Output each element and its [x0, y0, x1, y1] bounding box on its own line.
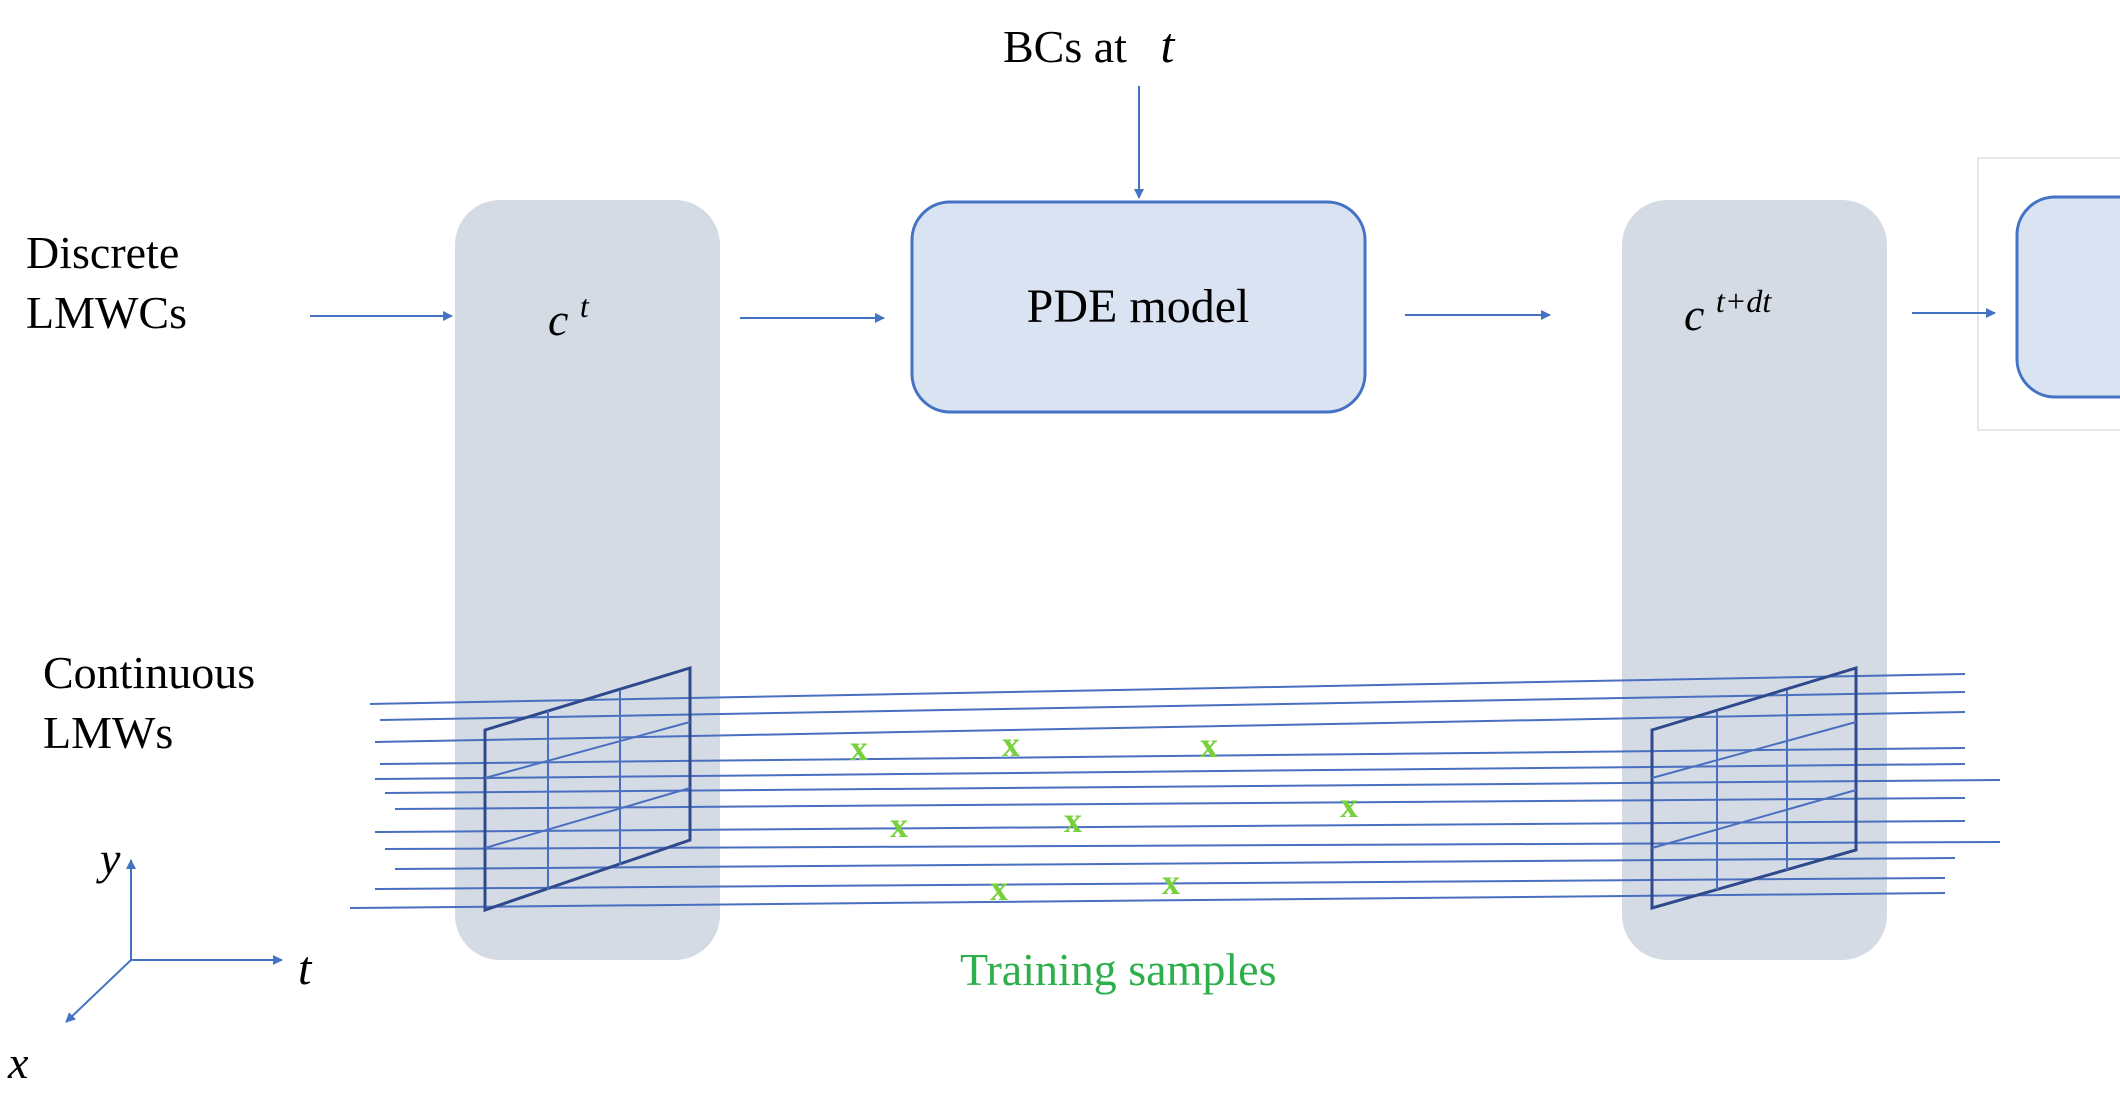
c-t-dt-base: c [1684, 289, 1704, 340]
sample-mark: x [1340, 785, 1358, 825]
axis-y-label: y [96, 833, 121, 884]
flow-arrows [310, 86, 1996, 323]
column-c-t-dt [1622, 200, 1887, 960]
bcs-label: BCs at t [1003, 17, 1175, 73]
continuous-label-line1: Continuous [43, 647, 255, 698]
axis-x-label: x [7, 1037, 29, 1088]
bcs-prefix: BCs at [1003, 21, 1127, 72]
axis-t-label: t [298, 942, 313, 995]
continuous-lines [349, 673, 2001, 909]
axis-x-line [65, 959, 132, 1023]
sample-mark: x [1200, 725, 1218, 765]
sample-mark: x [890, 805, 908, 845]
training-samples: x x x x x x x x [850, 724, 1358, 908]
pde-model-box [910, 200, 1367, 414]
sample-mark: x [1162, 862, 1180, 902]
next-step-box [2015, 195, 2120, 399]
training-samples-label: Training samples [960, 944, 1276, 995]
c-t-label: c t [548, 288, 590, 345]
column-c-t [455, 200, 720, 960]
c-t-dt-superscript: t+dt [1716, 283, 1772, 319]
discrete-label-line1: Discrete [26, 227, 179, 278]
sample-mark: x [990, 868, 1008, 908]
continuous-label-line2: LMWs [43, 707, 173, 758]
sample-mark: x [850, 728, 868, 768]
plane-left [483, 665, 692, 913]
c-t-superscript: t [580, 288, 590, 324]
discrete-label-line2: LMWCs [26, 287, 187, 338]
c-t-base: c [548, 294, 568, 345]
sample-mark: x [1064, 800, 1082, 840]
pde-model-label: PDE model [1027, 280, 1250, 333]
sample-mark: x [1002, 724, 1020, 764]
axes [65, 859, 283, 1023]
c-t-dt-label: c t+dt [1684, 283, 1772, 340]
bcs-variable: t [1160, 17, 1175, 73]
next-step-frame [1977, 157, 2120, 431]
plane-right [1650, 665, 1858, 910]
